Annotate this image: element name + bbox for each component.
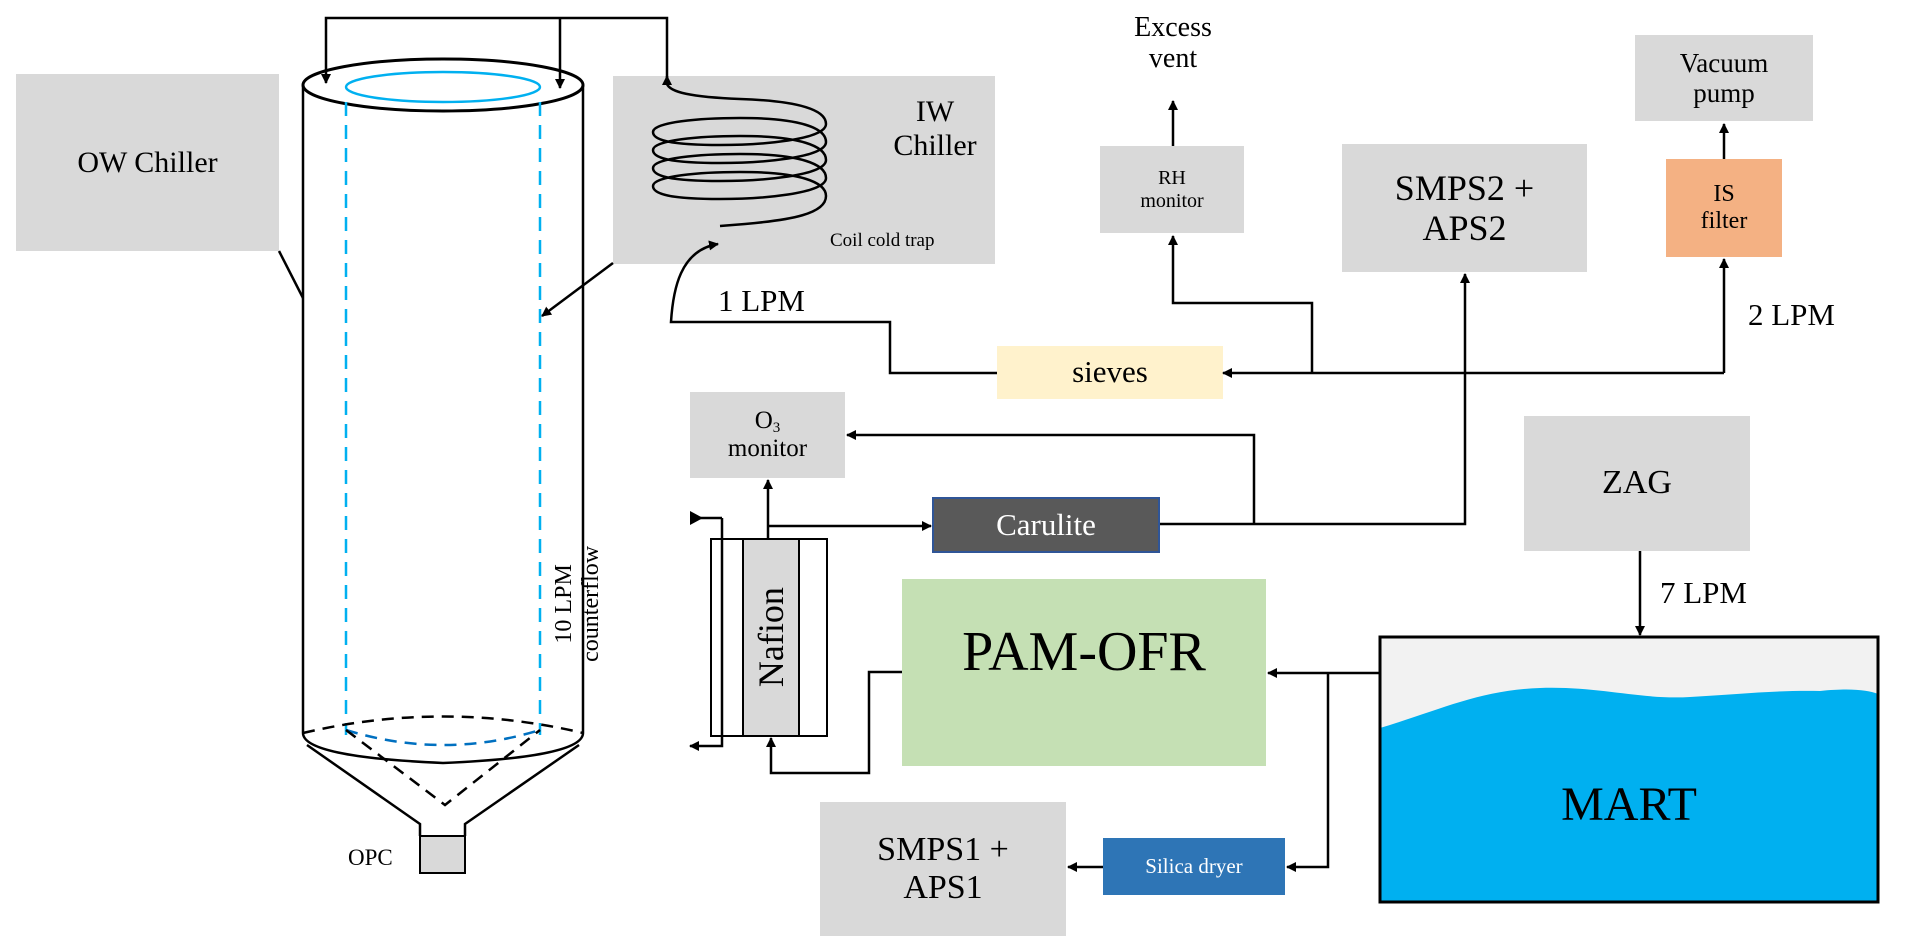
smps2-text-1: SMPS2 +	[1394, 167, 1535, 208]
vacuum-pump-label: Vacuum pump	[1635, 35, 1813, 121]
vacuum-pump-box	[1635, 35, 1813, 121]
pam-ofr-text: PAM-OFR	[962, 621, 1206, 684]
carulite-box	[932, 497, 1160, 553]
excess-vent-text-2: vent	[1148, 43, 1198, 75]
silica-dryer-text: Silica dryer	[1145, 853, 1243, 878]
smps1-text-1: SMPS1 +	[877, 830, 1009, 868]
vacuum-pump-text-1: Vacuum	[1679, 47, 1769, 78]
nafion-dryer	[710, 538, 828, 737]
connectors	[277, 16, 1729, 872]
counterflow-text-2: counterflow	[578, 545, 604, 662]
carulite-text: Carulite	[996, 506, 1096, 542]
smps1-label: SMPS1 + APS1	[820, 802, 1066, 936]
excess-vent-label: Excess vent	[1113, 12, 1233, 75]
excess-vent-text-1: Excess	[1134, 12, 1212, 43]
zag-text: ZAG	[1602, 464, 1672, 502]
is-filter-text-1: IS	[1713, 181, 1735, 208]
coil-cold-trap	[651, 83, 828, 228]
iw-chiller-label: IW Chiller	[880, 95, 990, 162]
silica-dryer-box	[1103, 838, 1285, 895]
ow-chiller-label: OW Chiller	[16, 74, 279, 251]
silica-dryer-label: Silica dryer	[1103, 838, 1285, 895]
coil-cold-trap-label: Coil cold trap	[830, 230, 935, 251]
smps2-box	[1342, 144, 1587, 272]
nafion-text: Nafion	[750, 587, 791, 688]
coil-flow-label: 1 LPM	[718, 283, 805, 318]
is-filter-text-2: filter	[1700, 208, 1748, 234]
zag-label: ZAG	[1524, 416, 1750, 551]
nafion-label: Nafion	[743, 539, 799, 736]
mart-label: MART	[1380, 760, 1878, 850]
opc-label: OPC	[348, 845, 393, 870]
o3-monitor-text-2: monitor	[727, 435, 808, 462]
opc-box	[419, 835, 466, 874]
iw-chiller-text-2: Chiller	[893, 128, 977, 162]
pam-ofr-box	[902, 579, 1266, 766]
smps1-text-2: APS1	[903, 869, 983, 906]
o3-monitor-box	[690, 392, 845, 478]
ow-chiller-box	[16, 74, 279, 251]
rh-monitor-text-2: monitor	[1140, 189, 1204, 212]
mart-text: MART	[1561, 778, 1697, 832]
is-filter-box	[1666, 159, 1782, 257]
sieves-label: sieves	[997, 346, 1223, 399]
carulite-label: Carulite	[933, 498, 1159, 552]
rh-monitor-text-1: RH	[1158, 167, 1186, 190]
vacuum-pump-text-2: pump	[1693, 78, 1755, 108]
mart-water	[1380, 687, 1878, 902]
is-filter-label: IS filter	[1666, 159, 1782, 257]
ow-chiller-text: OW Chiller	[77, 145, 218, 179]
rh-monitor-box	[1100, 146, 1244, 233]
smps2-text-2: APS2	[1422, 208, 1507, 248]
zag-flow-label: 7 LPM	[1660, 575, 1747, 610]
is-filter-flow-label: 2 LPM	[1748, 297, 1835, 332]
pam-ofr-label: PAM-OFR	[902, 579, 1266, 766]
sieves-text: sieves	[1072, 354, 1148, 390]
smps1-box	[820, 802, 1066, 936]
iw-chiller-text-1: IW	[915, 95, 955, 128]
rh-monitor-label: RH monitor	[1100, 146, 1244, 233]
cylinder-chamber	[301, 57, 585, 836]
o3-monitor-text-1: O3	[754, 407, 781, 436]
sieves-box	[997, 346, 1223, 399]
counterflow-text-1: 10 LPM	[551, 564, 578, 644]
smps2-label: SMPS2 + APS2	[1342, 144, 1587, 272]
mart-tank	[1378, 635, 1880, 904]
counterflow-label: 10 LPM counterflow	[551, 504, 605, 704]
o3-monitor-label: O3 monitor	[690, 392, 845, 478]
zag-box	[1524, 416, 1750, 551]
